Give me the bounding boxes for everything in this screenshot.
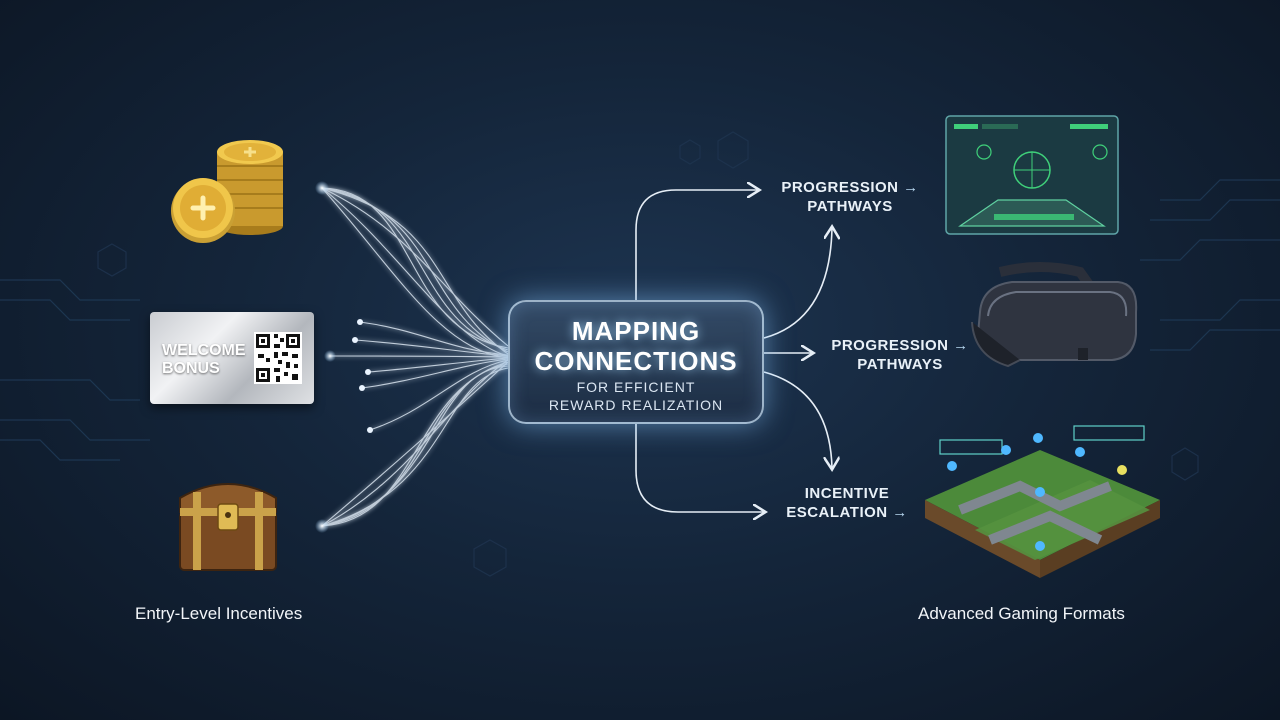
caption-entry-level: Entry-Level Incentives xyxy=(135,604,302,624)
arrow-right-icon: → xyxy=(953,337,969,354)
hud-screen-icon xyxy=(946,116,1118,234)
vr-headset-icon xyxy=(972,267,1136,366)
gold-coins-icon xyxy=(171,140,283,243)
qr-code-icon xyxy=(254,332,302,384)
welcome-bonus-card: WELCOME BONUS xyxy=(150,312,314,404)
mapping-connections-box: MAPPING CONNECTIONS FOR EFFICIENT REWARD… xyxy=(508,300,764,424)
arrow-right-icon: → xyxy=(892,504,908,521)
isometric-map-icon xyxy=(925,426,1160,578)
caption-advanced-formats: Advanced Gaming Formats xyxy=(918,604,1125,624)
center-title: MAPPING CONNECTIONS xyxy=(510,316,762,376)
output-label-incentive-escalation: INCENTIVE ESCALATION → xyxy=(772,484,922,522)
fan-lines xyxy=(322,188,508,526)
arrow-right-icon: → xyxy=(903,179,919,196)
fan-nodes xyxy=(315,181,373,533)
bonus-card-text: WELCOME BONUS xyxy=(162,342,246,378)
treasure-chest-icon xyxy=(180,484,276,570)
center-subtitle: FOR EFFICIENT REWARD REALIZATION xyxy=(510,378,762,414)
output-label-progression-top: PROGRESSION → PATHWAYS xyxy=(770,178,930,216)
output-label-progression-middle: PROGRESSION → PATHWAYS xyxy=(820,336,980,374)
